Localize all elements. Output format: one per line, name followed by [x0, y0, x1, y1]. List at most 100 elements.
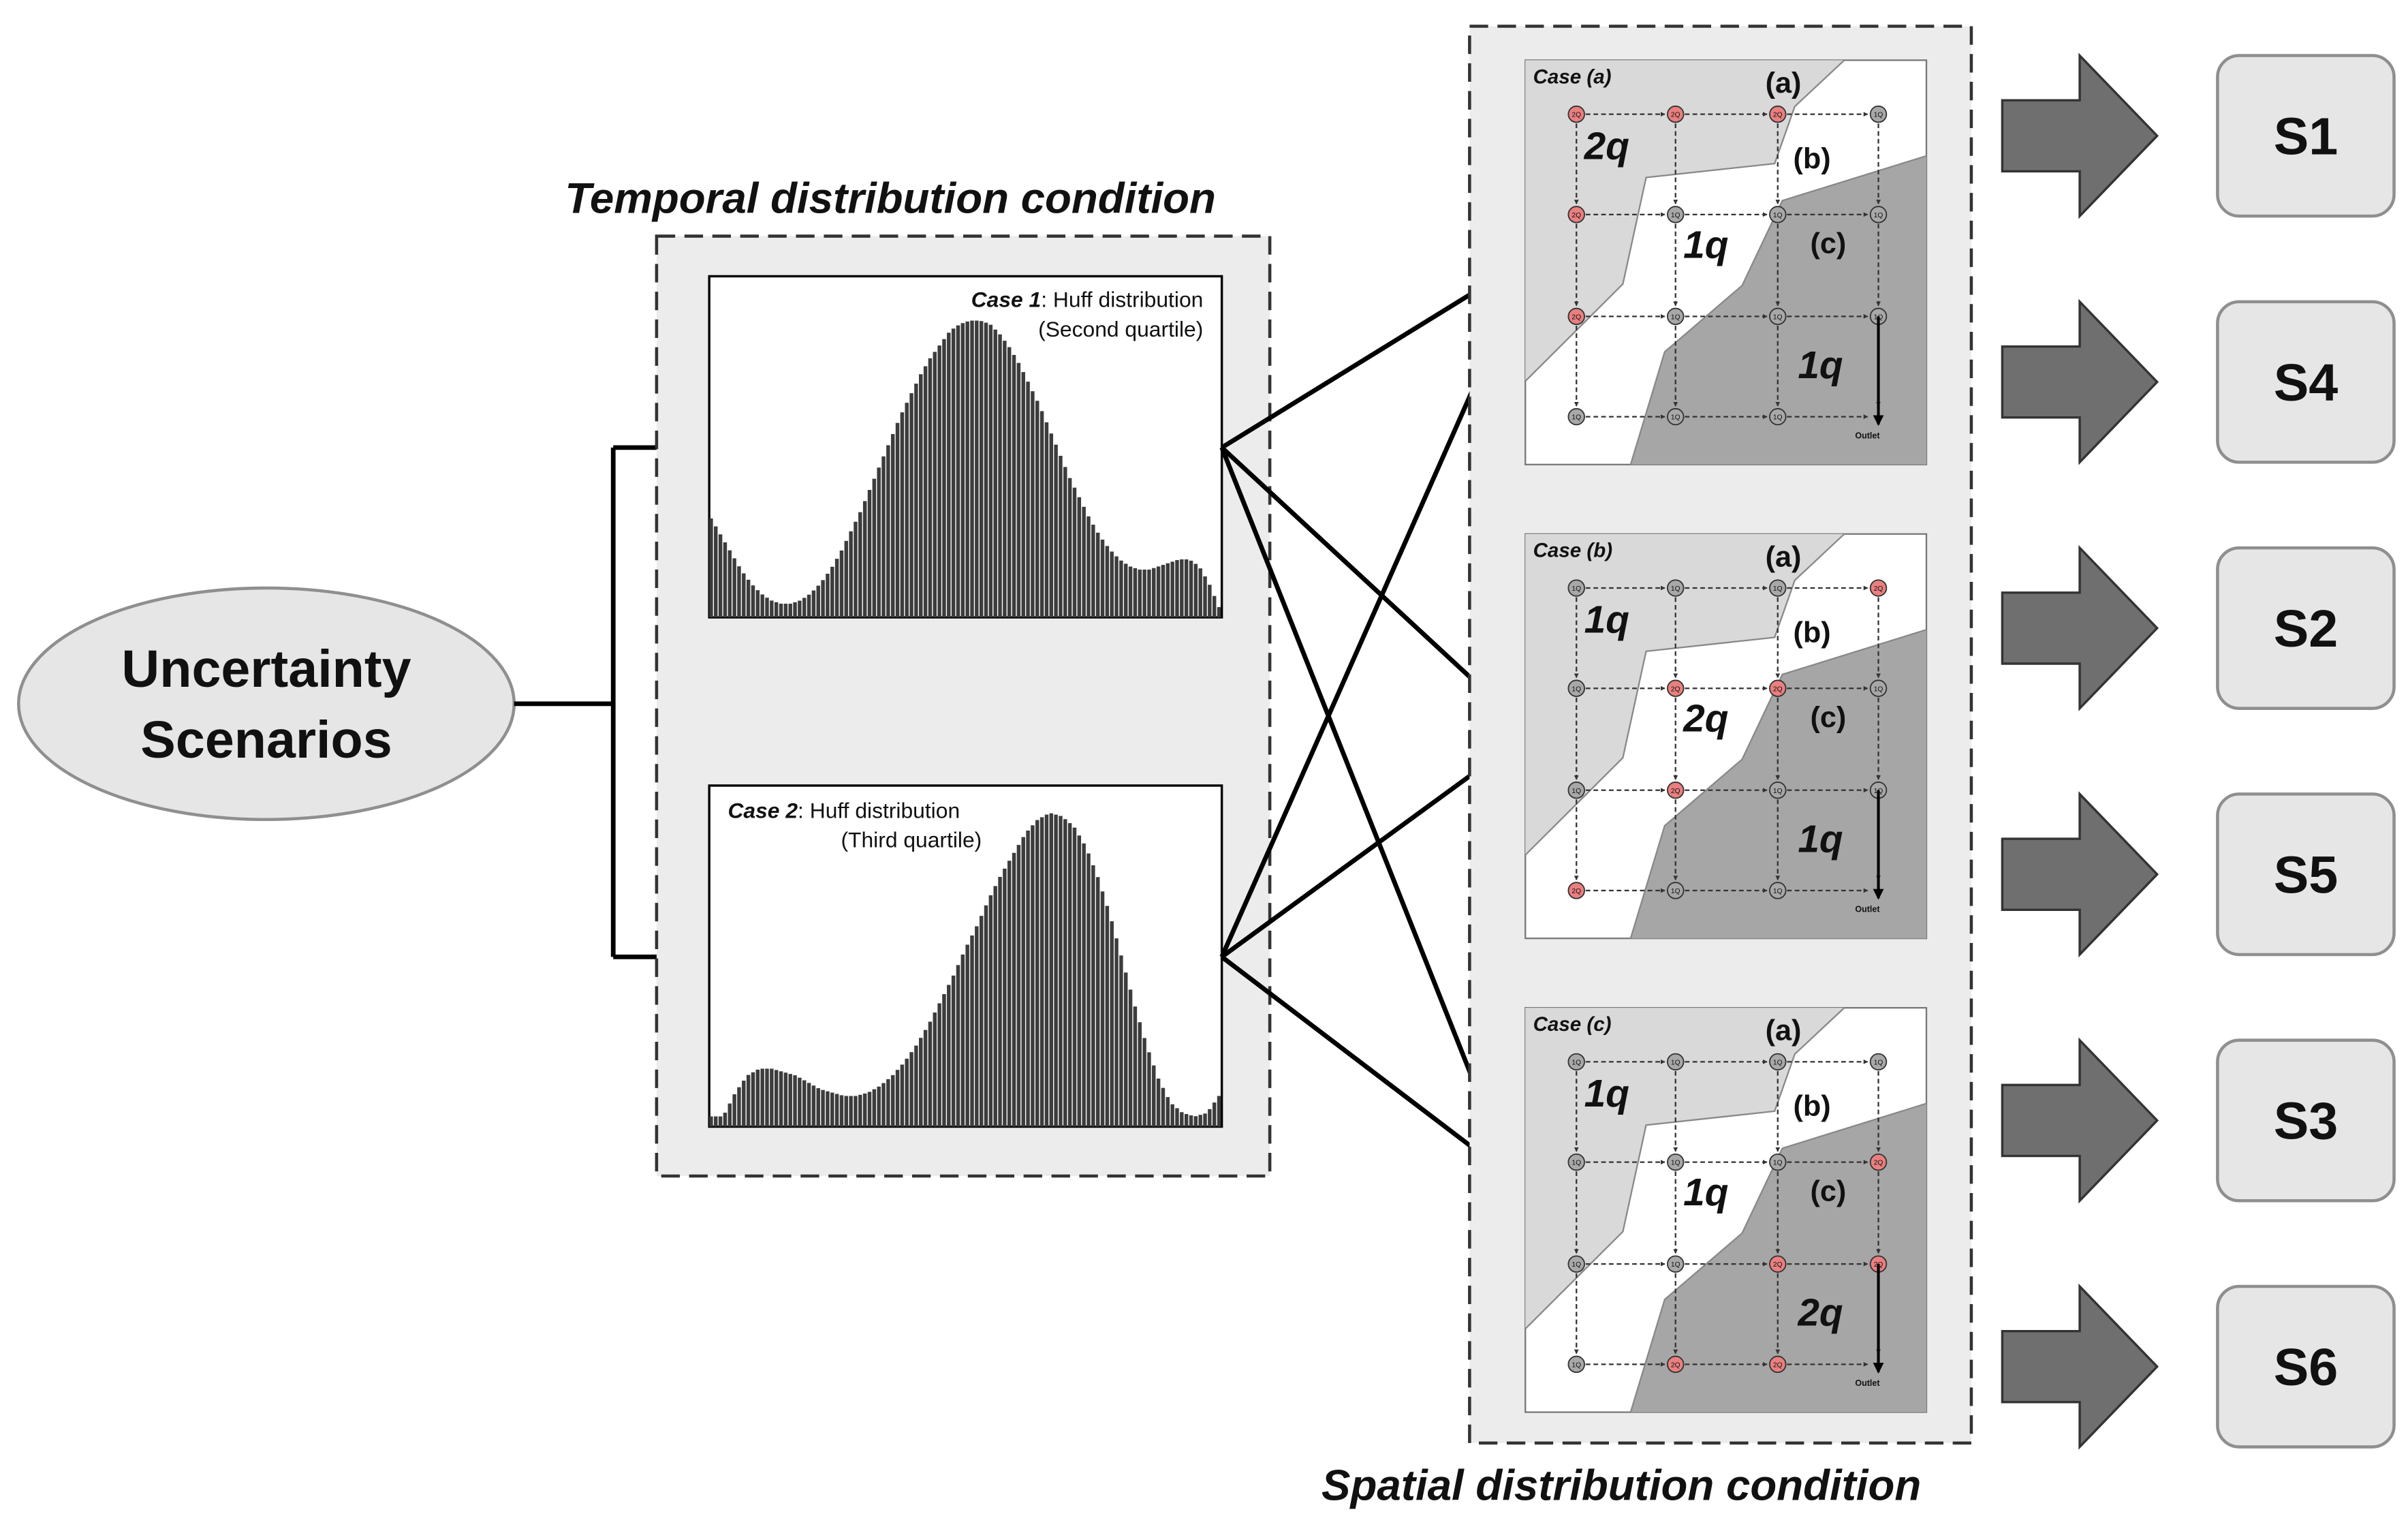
- hyetograph-bar: [826, 1091, 830, 1127]
- rain-node-circle: [1567, 206, 1585, 223]
- scenario-label: S5: [2274, 846, 2339, 904]
- hyetograph-bar: [905, 1058, 909, 1127]
- hyetograph-bar: [1086, 516, 1091, 618]
- hyetograph-bar: [951, 975, 956, 1127]
- hyetograph-bar: [919, 374, 923, 618]
- rain-node: 1Q: [1567, 1053, 1585, 1071]
- rain-node: 1Q: [1567, 782, 1585, 799]
- map-case-label: Case (a): [1533, 65, 1612, 88]
- hyetograph-bar: [947, 985, 951, 1127]
- rain-node-label: 2Q: [1671, 788, 1680, 795]
- hyetograph-bar: [858, 512, 862, 618]
- hyetograph-bar: [1039, 411, 1044, 618]
- hyetograph-bar: [728, 550, 732, 618]
- rain-node-label: 1Q: [1773, 585, 1783, 593]
- hyetograph-bar: [1003, 341, 1007, 618]
- hyetograph-bar: [877, 1086, 881, 1127]
- map-case-label: Case (c): [1533, 1013, 1612, 1036]
- hyetograph-bar: [765, 598, 769, 618]
- hyetograph-bar: [975, 320, 979, 618]
- hyetograph-bar: [890, 434, 895, 618]
- case2-caption: Case 2: Huff distribution: [728, 799, 960, 823]
- hyetograph-bar: [1198, 568, 1202, 618]
- hyetograph-bar: [979, 321, 984, 618]
- hyetograph-bar: [988, 324, 993, 618]
- rain-node-label: 2Q: [1671, 685, 1680, 693]
- rain-node-label: 2Q: [1773, 685, 1783, 693]
- hyetograph-bar: [1133, 1006, 1138, 1127]
- rain-node-circle: [1567, 579, 1585, 597]
- hyetograph-bar: [760, 594, 764, 618]
- rain-node: 1Q: [1869, 206, 1888, 223]
- hyetograph-bar: [1128, 566, 1133, 618]
- hyetograph-bar: [1100, 891, 1105, 1127]
- hyetograph-bar: [1138, 569, 1142, 618]
- hyetograph-bar: [1198, 1115, 1202, 1127]
- rain-node-circle: [1666, 1255, 1685, 1273]
- hyetograph-bar: [1170, 1104, 1174, 1127]
- hyetograph-bar: [1077, 835, 1082, 1127]
- hyetograph-bar: [1217, 1096, 1221, 1127]
- hyetograph-case2: Case 2: Huff distribution (Third quartil…: [708, 784, 1223, 1128]
- hyetograph-bar: [1170, 561, 1174, 618]
- hyetograph-bar: [765, 1068, 769, 1127]
- case1-dist: Huff distribution: [1053, 288, 1203, 312]
- hyetograph-bar: [1054, 444, 1058, 618]
- hyetograph-bar: [746, 579, 751, 618]
- region-c-label: (c): [1811, 1175, 1847, 1207]
- rain-node: 2Q: [1769, 1355, 1787, 1374]
- scenario-box: [2216, 1284, 2396, 1449]
- rain-node-label: 1Q: [1773, 1059, 1783, 1066]
- hyetograph-bar: [728, 1103, 732, 1127]
- region-b-q: 1q: [1683, 223, 1728, 266]
- hyetograph-bar: [881, 1083, 886, 1127]
- hyetograph-bar: [1067, 478, 1072, 618]
- hyetograph-bar: [1091, 525, 1095, 618]
- rain-node: 1Q: [1666, 579, 1685, 597]
- boundary-ab: [1524, 1007, 1845, 1330]
- rain-node-circle: [1666, 307, 1685, 326]
- hyetograph-bar: [783, 604, 788, 618]
- hyetograph-bar: [1105, 546, 1110, 618]
- hyetograph-bar: [834, 559, 839, 618]
- hyetograph-bar: [802, 598, 807, 618]
- hyetograph-bar: [1021, 837, 1025, 1127]
- hyetograph-bar: [1082, 843, 1086, 1127]
- rain-node-circle: [1666, 579, 1685, 597]
- hyetograph-bar: [947, 333, 951, 618]
- hyetograph-bar: [821, 1089, 825, 1127]
- hyetograph-bar: [1063, 467, 1067, 618]
- hyetograph-bar: [723, 542, 728, 618]
- scenario-box: [2216, 300, 2396, 464]
- hyetograph-bar: [914, 384, 918, 618]
- hyetograph-bar: [1133, 568, 1138, 618]
- rain-node: 1Q: [1869, 105, 1888, 123]
- rain-node: 2Q: [1666, 1355, 1685, 1374]
- spatial-map-case-0: 2Q2Q2Q1Q2Q1Q1Q1Q2Q1Q1Q1Q1Q1Q1QCase (a)(a…: [1524, 59, 1928, 465]
- rain-node-label: 1Q: [1671, 1059, 1680, 1066]
- rain-node-label: 1Q: [1671, 888, 1680, 895]
- rain-node-circle: [1769, 1255, 1787, 1273]
- temporal-title: Temporal distribution condition: [565, 174, 1216, 223]
- rain-node: 2Q: [1567, 206, 1585, 223]
- hyetograph-bar: [965, 321, 969, 618]
- boundary-bc: [1629, 629, 1927, 939]
- hyetograph-bar: [854, 521, 858, 618]
- hyetograph-bar: [960, 954, 965, 1127]
- hyetograph-bar: [802, 1080, 807, 1127]
- hyetograph-bar: [862, 1093, 867, 1127]
- hyetograph-bar: [1072, 487, 1077, 618]
- case1-sep: :: [1041, 288, 1053, 312]
- hyetograph-bar: [886, 445, 890, 618]
- hyetograph-bar: [1095, 532, 1100, 618]
- boundary-bc: [1629, 1102, 1927, 1412]
- hyetograph-bar: [1007, 347, 1012, 618]
- scenario-box: [2216, 1038, 2396, 1203]
- scenario-label: S3: [2274, 1092, 2339, 1151]
- rain-node: 2Q: [1666, 105, 1685, 123]
- hyetograph-bar: [886, 1079, 890, 1127]
- hyetograph-bar: [1123, 972, 1128, 1127]
- hyetograph-bar: [1110, 921, 1114, 1127]
- hyetograph-bar: [1095, 877, 1100, 1127]
- hyetograph-bar: [1152, 1065, 1156, 1127]
